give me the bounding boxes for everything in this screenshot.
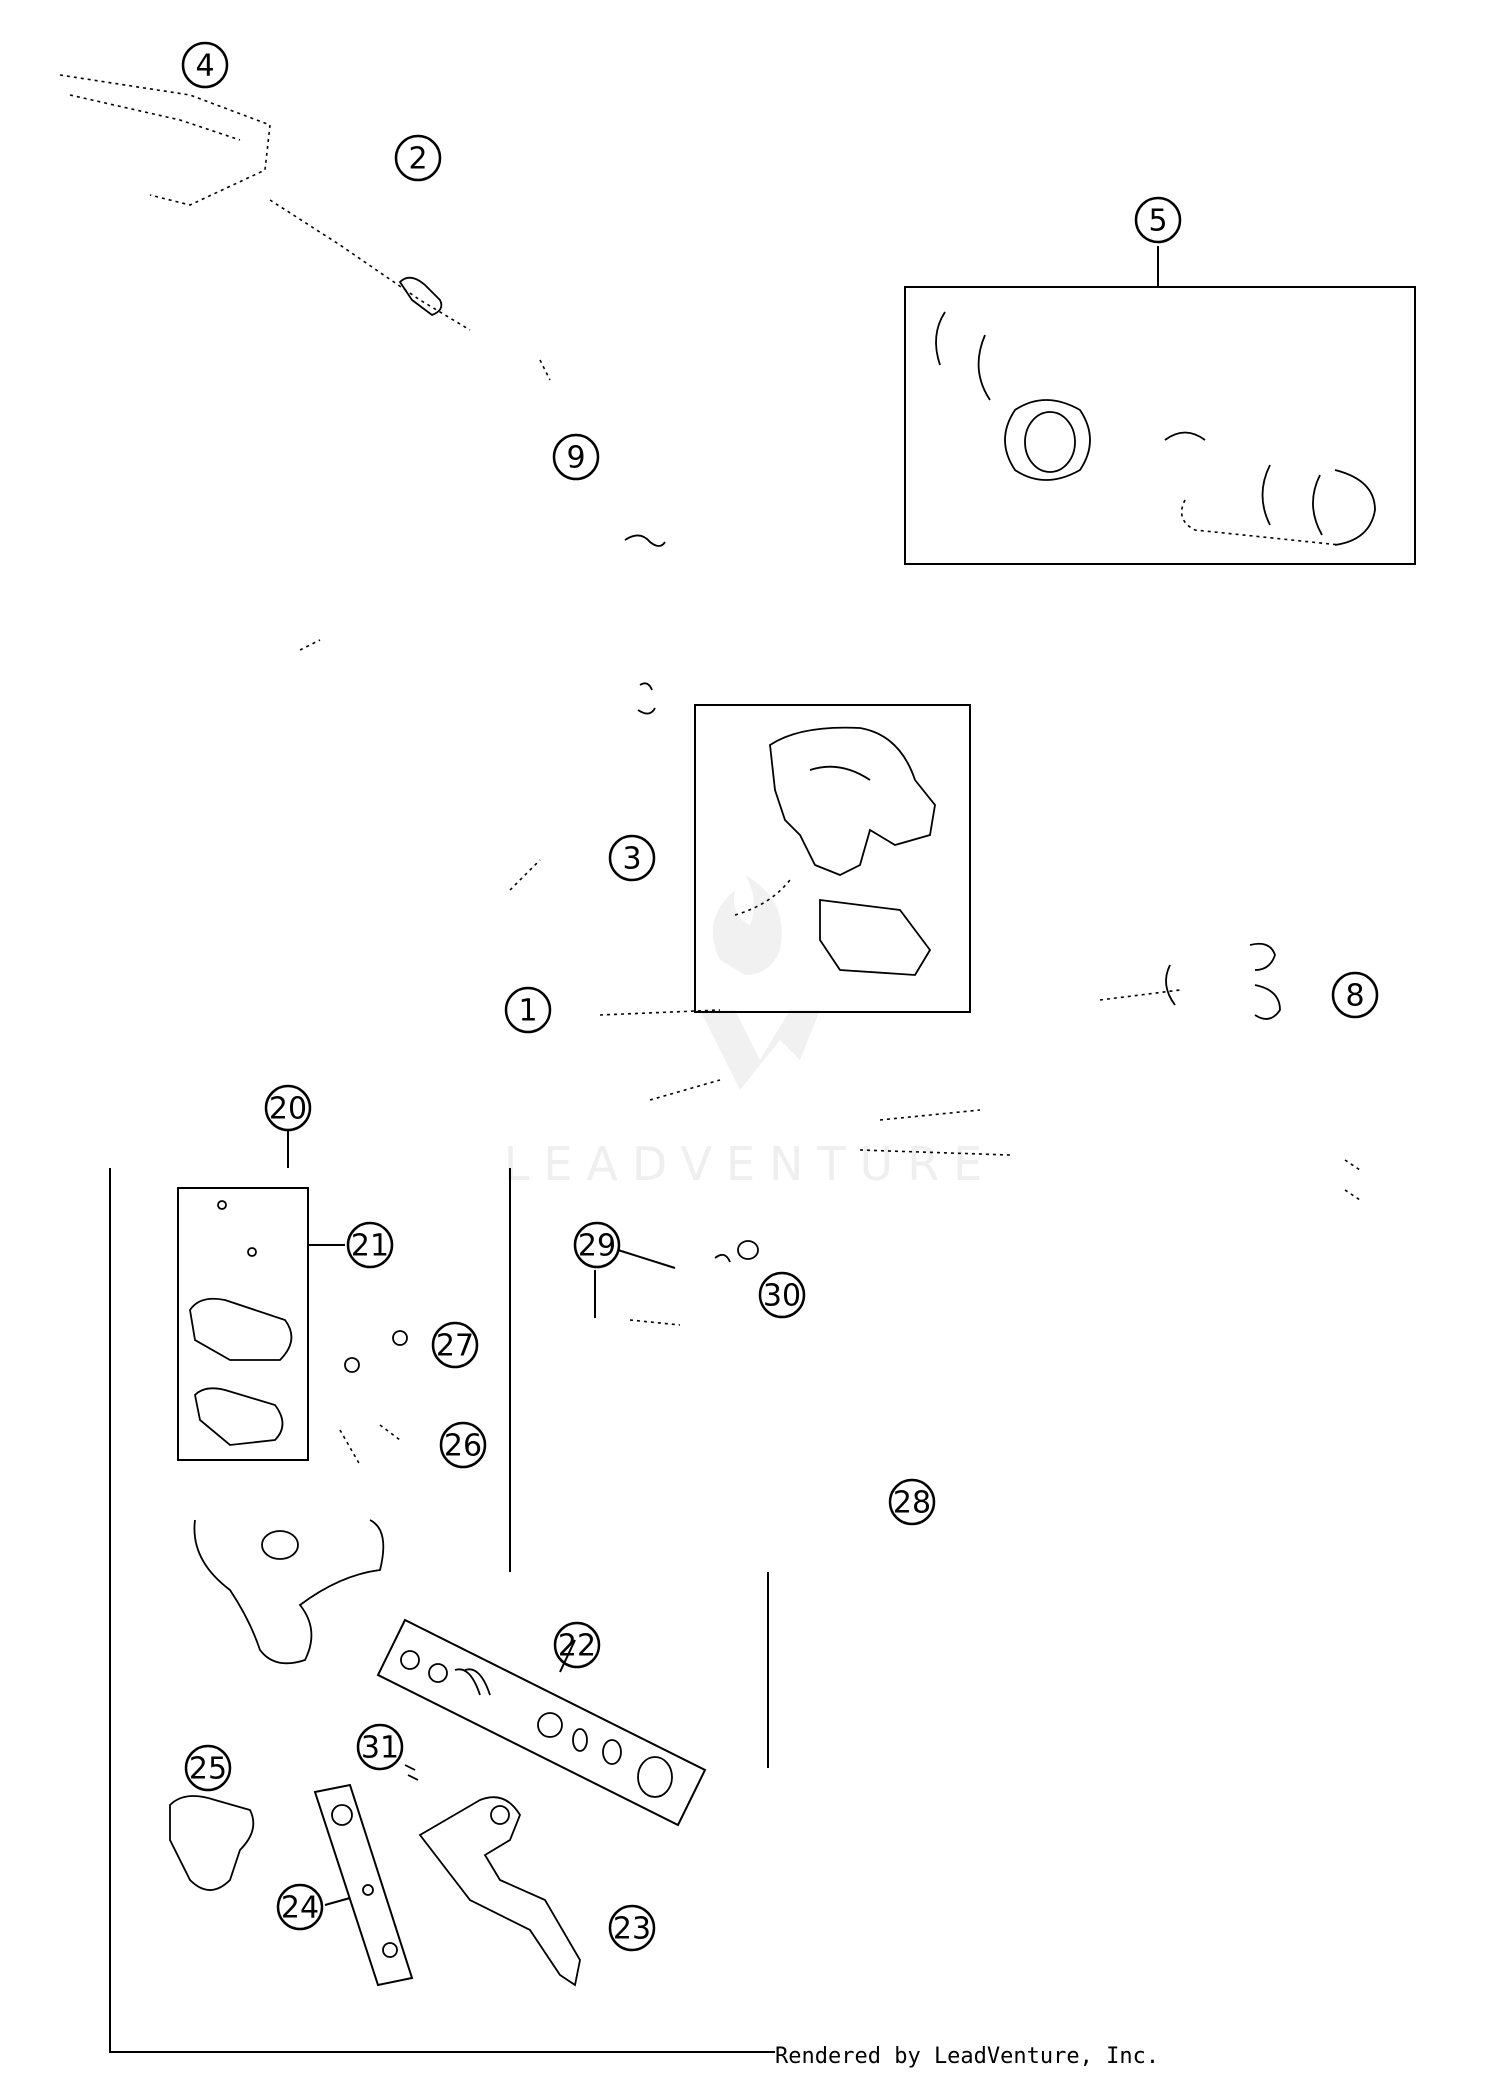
callout-label: 5: [1148, 204, 1167, 239]
leader-29b: [617, 1249, 676, 1269]
callout-24: 24: [276, 1883, 324, 1931]
callout-4: 4: [181, 41, 229, 89]
callout-label: 27: [436, 1329, 474, 1364]
frame-grip-set: [904, 286, 1416, 565]
reservoir-part-29-30: [629, 1240, 759, 1326]
callout-label: 3: [622, 842, 641, 877]
watermark-logo: LEADVENTURE: [504, 875, 997, 1191]
callout-8: 8: [1331, 971, 1379, 1019]
small-part-9: [624, 534, 666, 547]
master-cylinder-part: [193, 1424, 401, 1665]
callout-label: 22: [558, 1629, 596, 1664]
callout-label: 21: [351, 1229, 389, 1264]
piston-kit-part: [400, 1650, 673, 1798]
brake-lever-part-23: [404, 1764, 581, 1987]
brake-caliper-part: [637, 682, 936, 976]
callout-label: 23: [613, 1912, 651, 1947]
callout-5: 5: [1134, 196, 1182, 244]
callout-label: 1: [518, 994, 537, 1029]
brake-line-part: [299, 639, 1181, 1156]
callout-27: 27: [431, 1321, 479, 1369]
callout-21: 21: [346, 1221, 394, 1269]
frame-caliper: [694, 704, 971, 1013]
callout-26: 26: [439, 1421, 487, 1469]
footer-credit: Rendered by LeadVenture, Inc.: [775, 2044, 1159, 2069]
callout-2: 2: [394, 134, 442, 182]
callout-label: 24: [281, 1891, 319, 1926]
leader-22: [559, 1639, 576, 1673]
frame-master-cylinder-group: [109, 1168, 775, 2053]
callout-1: 1: [504, 986, 552, 1034]
callout-29: 29: [573, 1221, 621, 1269]
bolt-kit-part-24: [331, 1804, 398, 1958]
throttle-grip-set: [935, 311, 1376, 546]
callout-22: 22: [553, 1621, 601, 1669]
callout-20: 20: [264, 1084, 312, 1132]
callout-30: 30: [758, 1271, 806, 1319]
callout-label: 30: [763, 1279, 801, 1314]
frame-piston-kit: [376, 1618, 707, 1827]
brake-pads-part: [189, 1200, 408, 1446]
callout-label: 28: [893, 1486, 931, 1521]
callout-31: 31: [356, 1723, 404, 1771]
callouts: 4 2 5 9 3 1 8 20 21 27 26 29 30 28 22 31…: [181, 41, 1379, 1952]
callout-25: 25: [184, 1744, 232, 1792]
watermark-text: LEADVENTURE: [504, 1137, 997, 1191]
callout-label: 8: [1345, 979, 1364, 1014]
callout-label: 29: [578, 1229, 616, 1264]
callout-label: 2: [408, 142, 427, 177]
callout-label: 26: [444, 1429, 482, 1464]
cover-part-25: [169, 1795, 255, 1891]
callout-28: 28: [888, 1478, 936, 1526]
callout-label: 4: [195, 49, 214, 84]
callout-label: 25: [189, 1752, 227, 1787]
leader-24: [324, 1897, 351, 1906]
frame-bolt-kit: [313, 1783, 414, 1987]
frame-brake-pads: [177, 1187, 309, 1461]
callout-label: 20: [269, 1092, 307, 1127]
callout-3: 3: [608, 834, 656, 882]
handlebar-part: [59, 74, 551, 381]
callout-23: 23: [608, 1904, 656, 1952]
banjo-bolt-part-8: [1165, 942, 1361, 1201]
callout-label: 31: [361, 1731, 399, 1766]
callout-label: 9: [566, 441, 585, 476]
callout-9: 9: [552, 433, 600, 481]
